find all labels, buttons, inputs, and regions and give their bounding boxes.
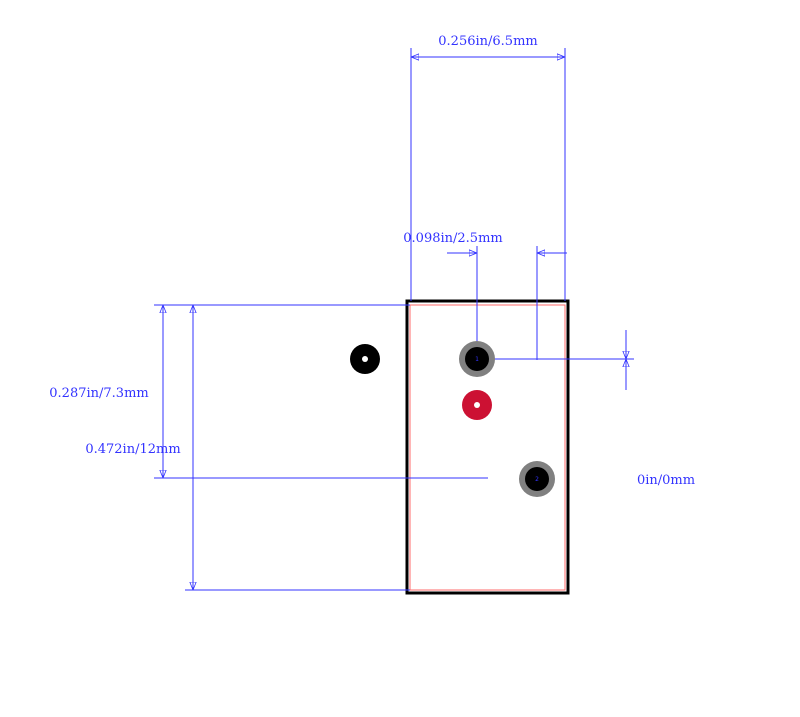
dimension-body-height-label: 0.472in/12mm [85, 442, 180, 457]
polarity-marker [462, 390, 492, 420]
dimension-right-offset [477, 330, 634, 390]
dimension-pin-offset-label: 0.098in/2.5mm [403, 231, 502, 246]
dimension-top-width-label: 0.256in/6.5mm [438, 34, 537, 49]
pin1-marker-outside [350, 344, 380, 374]
dimension-pin-row-height-label: 0.287in/7.3mm [49, 386, 148, 401]
dimension-body-height [185, 305, 410, 591]
component-outline [405, 299, 570, 595]
dimension-right-offset-label: 0in/0mm [637, 473, 695, 488]
pad-1-label: 1 [475, 356, 479, 363]
dimension-pin-offset [447, 246, 567, 360]
pad-2-label: 2 [535, 476, 539, 483]
dimension-pin-row-height [154, 304, 488, 479]
dimension-top-width [410, 48, 566, 301]
pad-2: 2 [519, 461, 555, 497]
pad-1: 1 [459, 341, 495, 377]
